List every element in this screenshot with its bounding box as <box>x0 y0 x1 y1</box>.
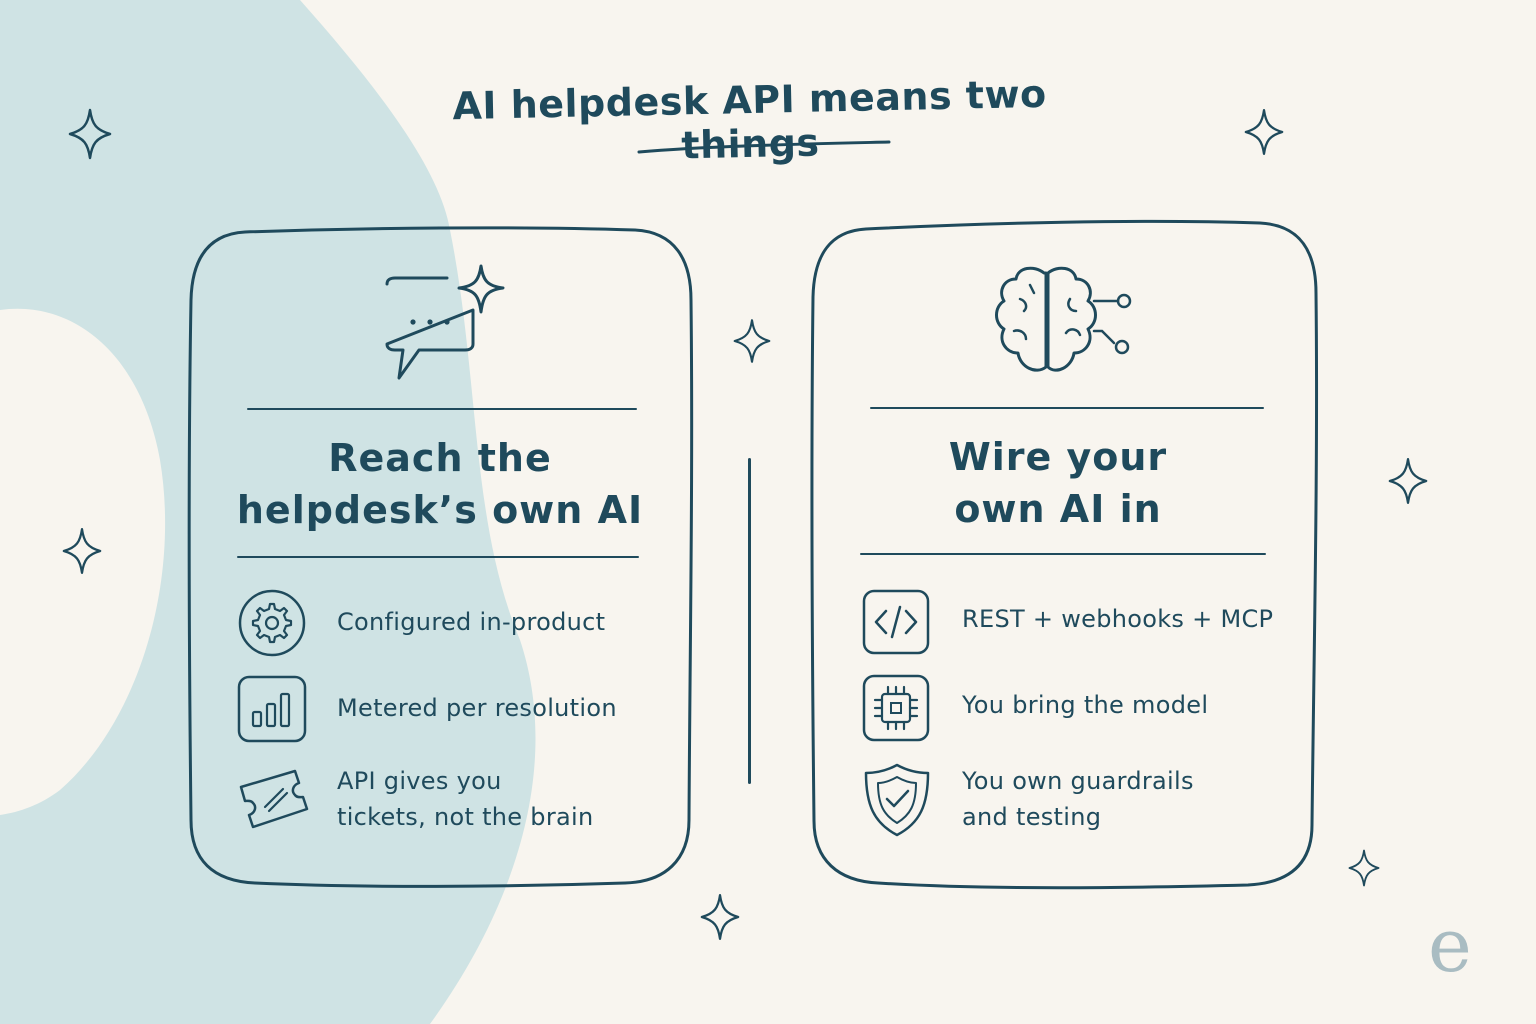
title-underline <box>637 140 891 154</box>
list-item: Configured in-product <box>237 588 677 658</box>
list-item-line: REST + webhooks + MCP <box>962 605 1274 633</box>
list-item-text: REST + webhooks + MCP <box>962 601 1273 637</box>
list-item-text: Metered per resolution <box>337 690 617 726</box>
code-icon <box>862 589 930 655</box>
list-item: Metered per resolution <box>237 674 677 744</box>
sparkle-icon <box>1244 109 1284 155</box>
list-item-text: Configured in-product <box>337 604 605 640</box>
chat-sparkle-icon <box>385 264 505 380</box>
heading-rule-bottom <box>237 556 639 558</box>
card-heading-line: helpdesk’s own AI <box>236 488 644 532</box>
title-block: AI helpdesk API means two things <box>420 70 1080 168</box>
center-divider <box>748 458 751 784</box>
list-item-text: You bring the model <box>962 687 1208 723</box>
list-item: You bring the model <box>862 673 1302 743</box>
sparkle-icon <box>700 894 740 940</box>
brain-circuit-icon <box>995 266 1132 372</box>
card-frame <box>810 219 1319 890</box>
chip-icon <box>862 674 930 742</box>
sparkle-icon <box>1348 849 1380 887</box>
list-item-line: tickets, not the brain <box>337 803 594 831</box>
list-item-line: You bring the model <box>962 691 1209 719</box>
card-frame <box>187 226 694 888</box>
card-helpdesk-ai: Reach the helpdesk’s own AI Configured i… <box>185 220 695 890</box>
list-item-line: You own guardrails <box>962 767 1194 795</box>
brand-logo: e <box>1428 903 1472 989</box>
list-item: REST + webhooks + MCP <box>862 587 1302 657</box>
card-heading: Wire your own AI in <box>838 431 1278 535</box>
heading-rule-bottom <box>860 553 1266 555</box>
card-heading-line: own AI in <box>954 487 1162 531</box>
shield-check-icon <box>864 763 930 837</box>
list-item-line: Metered per resolution <box>337 694 617 722</box>
list-item-line: API gives you <box>337 767 502 795</box>
list-item: API gives you tickets, not the brain <box>237 765 677 835</box>
list-item-line: Configured in-product <box>337 608 606 636</box>
card-own-ai: Wire your own AI in REST + webhooks + MC… <box>808 215 1320 890</box>
list-item-text: You own guardrails and testing <box>962 763 1194 835</box>
gear-icon <box>238 589 306 657</box>
heading-rule-top <box>247 408 637 410</box>
card-heading: Reach the helpdesk’s own AI <box>205 432 675 536</box>
card-heading-line: Wire your <box>948 435 1168 479</box>
sparkle-icon <box>733 319 771 363</box>
list-item-line: and testing <box>962 803 1102 831</box>
sparkle-icon <box>1388 458 1428 504</box>
sparkle-icon <box>62 528 102 574</box>
list-item-text: API gives you tickets, not the brain <box>337 763 594 835</box>
sparkle-icon <box>68 108 112 160</box>
card-heading-line: Reach the <box>328 436 552 480</box>
bar-chart-icon <box>237 675 307 743</box>
ticket-icon <box>239 769 309 829</box>
heading-rule-top <box>870 407 1264 409</box>
list-item: You own guardrails and testing <box>862 761 1302 837</box>
